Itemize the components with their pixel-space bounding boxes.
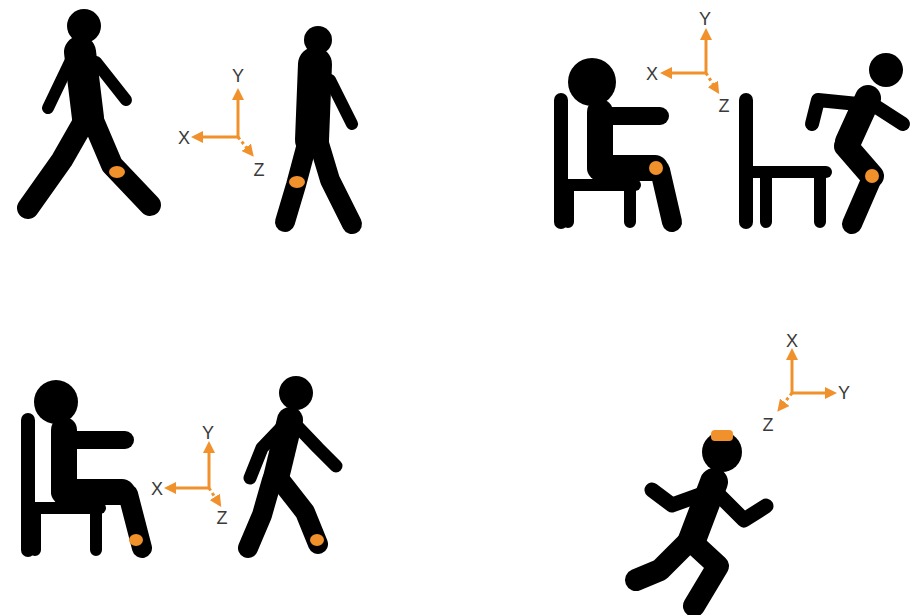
axis-arrow xyxy=(208,447,211,488)
arm xyxy=(872,104,903,124)
head xyxy=(869,53,903,87)
thigh xyxy=(64,479,122,505)
leg xyxy=(92,118,150,205)
axis-arrow xyxy=(209,488,218,502)
axis-arrow xyxy=(706,73,716,89)
arm xyxy=(652,490,708,505)
rising-figure xyxy=(746,53,903,224)
head xyxy=(568,58,616,106)
leg xyxy=(280,480,318,544)
chair-leg xyxy=(35,508,96,550)
walking-man-figure xyxy=(285,26,352,224)
leg xyxy=(318,140,352,224)
axis-triad xyxy=(666,34,716,89)
chair-leg xyxy=(568,185,630,222)
seated-figure xyxy=(28,380,142,550)
axis-label: Z xyxy=(719,97,730,115)
leg xyxy=(28,118,86,208)
axis-label: Y xyxy=(202,424,214,442)
axis-label: Z xyxy=(217,509,228,527)
arm xyxy=(250,425,284,478)
axis-arrow xyxy=(237,94,240,137)
axis-label: X xyxy=(178,129,190,147)
walking-man-figure xyxy=(28,9,150,208)
axis-label: X xyxy=(151,480,163,498)
axis-label: X xyxy=(786,332,798,350)
arm xyxy=(716,492,766,520)
shin xyxy=(660,170,672,222)
chair-back xyxy=(739,100,753,222)
sensor-dot xyxy=(865,169,879,183)
axis-arrow xyxy=(781,393,792,407)
arm xyxy=(48,62,70,108)
walking-figure xyxy=(248,376,336,548)
sensor-dot xyxy=(711,430,733,441)
sensor-dot xyxy=(129,534,143,546)
axis-arrow xyxy=(792,392,831,395)
head xyxy=(279,376,313,410)
arm xyxy=(96,62,126,100)
thigh xyxy=(600,155,655,181)
axis-label: X xyxy=(646,65,658,83)
sensor-dot xyxy=(109,166,125,178)
axis-triad xyxy=(197,94,250,152)
axis-arrow xyxy=(666,72,706,75)
axis-label: Z xyxy=(763,416,774,434)
leg xyxy=(692,542,718,606)
axis-arrow xyxy=(170,487,209,490)
axis-arrow xyxy=(197,136,238,139)
leg xyxy=(636,542,688,580)
axis-arrow xyxy=(791,354,794,393)
leg xyxy=(285,140,308,222)
arm xyxy=(812,100,858,124)
seated-figure xyxy=(561,58,672,222)
chair-leg xyxy=(766,172,820,222)
running-figure xyxy=(636,432,766,606)
axis-arrow xyxy=(238,137,250,152)
arm xyxy=(600,107,660,125)
sensor-dot xyxy=(649,161,663,175)
torso xyxy=(312,64,315,140)
axis-triad xyxy=(781,354,831,407)
head xyxy=(34,380,78,424)
sensor-dot xyxy=(310,534,324,546)
axis-label: Y xyxy=(232,67,244,85)
axis-label: Z xyxy=(254,161,265,179)
axis-label: Y xyxy=(838,384,850,402)
axis-triad xyxy=(170,447,218,502)
arm xyxy=(296,425,336,466)
arm xyxy=(64,431,125,449)
shin xyxy=(852,178,872,224)
axis-arrow xyxy=(705,34,708,73)
shin xyxy=(128,494,142,548)
leg xyxy=(248,480,272,548)
axis-label: Y xyxy=(699,10,711,28)
arm xyxy=(330,80,352,124)
sensor-dot xyxy=(289,176,305,188)
